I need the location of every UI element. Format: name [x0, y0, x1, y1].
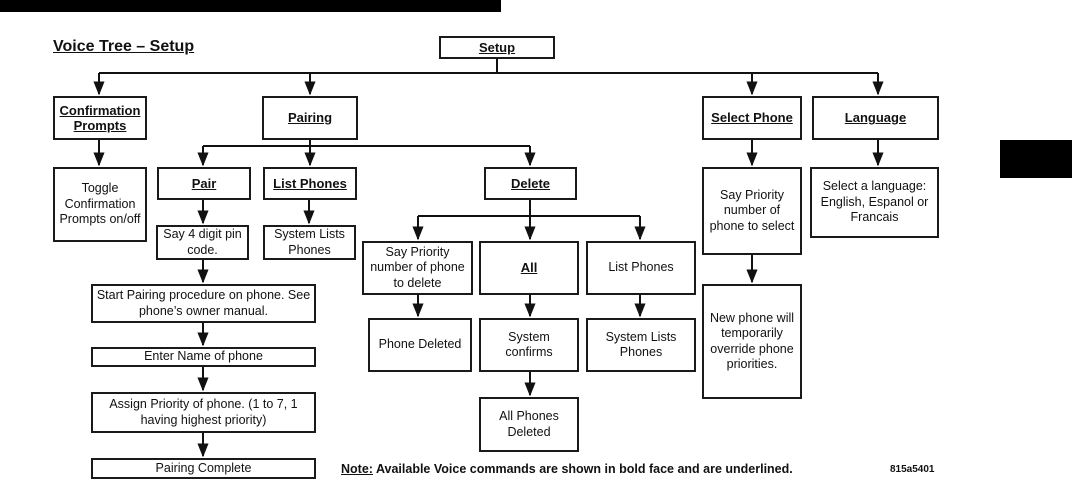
node-enter-name: Enter Name of phone — [91, 347, 316, 367]
node-pairing: Pairing — [262, 96, 358, 140]
node-all-label: All — [520, 260, 538, 276]
node-language: Language — [812, 96, 939, 140]
footnote: Note: Available Voice commands are shown… — [341, 462, 793, 476]
footnote-text: Available Voice commands are shown in bo… — [372, 462, 793, 476]
node-confirmation-prompts-label: Confirmation Prompts — [59, 102, 141, 134]
node-start-pairing: Start Pairing procedure on phone. See ph… — [91, 284, 316, 323]
node-pair-label: Pair — [191, 175, 217, 191]
node-delete: Delete — [484, 167, 577, 200]
node-toggle-confirmation: Toggle Confirmation Prompts on/off — [53, 167, 147, 242]
node-all-phones-deleted: All Phones Deleted — [479, 397, 579, 452]
node-select-phone-label: Select Phone — [711, 110, 793, 126]
node-list-phones-label: List Phones — [273, 175, 347, 191]
node-list-phones: List Phones — [263, 167, 357, 200]
figure-code: 815a5401 — [890, 464, 935, 475]
node-say-priority-delete: Say Priority number of phone to delete — [362, 241, 473, 295]
node-setup-label: Setup — [478, 39, 516, 55]
top-black-bar — [0, 0, 501, 12]
node-select-phone: Select Phone — [702, 96, 802, 140]
node-delete-system-lists-phones: System Lists Phones — [586, 318, 696, 372]
node-pairing-complete: Pairing Complete — [91, 458, 316, 479]
node-system-lists-phones: System Lists Phones — [263, 225, 356, 260]
node-say-priority-select: Say Priority number of phone to select — [702, 167, 802, 255]
node-delete-list-phones: List Phones — [586, 241, 696, 295]
node-pair: Pair — [157, 167, 251, 200]
node-all: All — [479, 241, 579, 295]
node-delete-label: Delete — [510, 175, 551, 191]
node-phone-deleted: Phone Deleted — [368, 318, 472, 372]
node-confirmation-prompts: Confirmation Prompts — [53, 96, 147, 140]
section-tab-marker — [1000, 140, 1072, 178]
node-say-pin: Say 4 digit pin code. — [156, 225, 249, 260]
node-setup: Setup — [439, 36, 555, 59]
node-select-language: Select a language: English, Espanol or F… — [810, 167, 939, 238]
footnote-label: Note: — [341, 462, 373, 476]
node-new-phone-override: New phone will temporarily override phon… — [702, 284, 802, 399]
node-system-confirms: System confirms — [479, 318, 579, 372]
node-assign-priority: Assign Priority of phone. (1 to 7, 1 hav… — [91, 392, 316, 433]
node-pairing-label: Pairing — [287, 110, 333, 126]
page-title: Voice Tree – Setup — [53, 38, 195, 55]
node-language-label: Language — [844, 110, 907, 126]
